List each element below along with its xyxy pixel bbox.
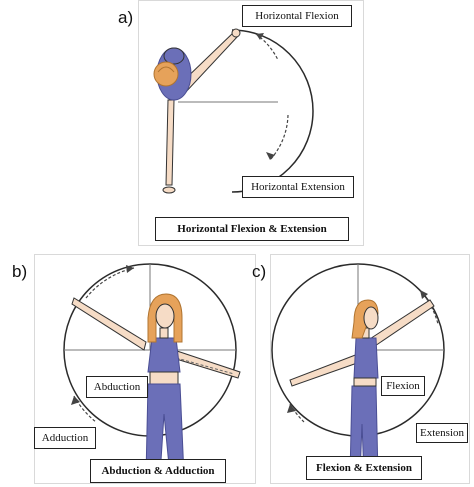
label-horizontal-flexion: Horizontal Flexion bbox=[242, 5, 352, 27]
panel-c-letter: c) bbox=[252, 262, 267, 281]
horizontal-flexion-figure bbox=[153, 28, 314, 194]
panel-b-letter: b) bbox=[12, 262, 28, 281]
title-flexion-extension: Flexion & Extension bbox=[306, 456, 422, 480]
label-extension: Extension bbox=[416, 423, 468, 443]
label-horizontal-extension: Horizontal Extension bbox=[242, 176, 354, 198]
panel-a-letter: a) bbox=[118, 8, 134, 27]
panel-horizontal-flexion-extension bbox=[138, 0, 364, 246]
abduction-figure bbox=[63, 263, 241, 477]
title-abduction-adduction: Abduction & Adduction bbox=[90, 459, 226, 483]
label-flexion: Flexion bbox=[381, 376, 425, 396]
flexion-figure bbox=[271, 263, 445, 477]
label-adduction: Adduction bbox=[34, 427, 96, 449]
label-abduction: Abduction bbox=[86, 376, 148, 398]
title-horizontal-flexion-extension: Horizontal Flexion & Extension bbox=[155, 217, 349, 241]
